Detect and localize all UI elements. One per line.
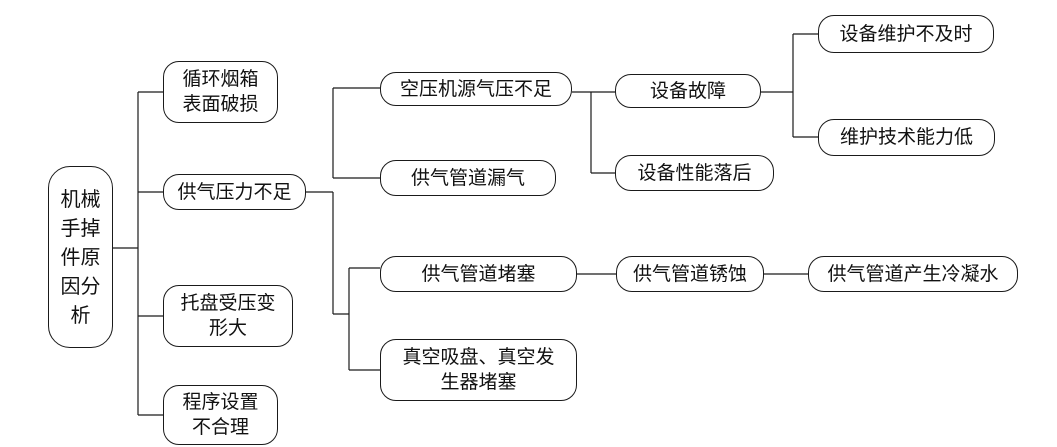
node-level1-4: 程序设置 不合理: [163, 385, 278, 445]
connector-root-level1: [113, 91, 163, 416]
connector-compressor-level3: [572, 91, 615, 174]
connector-fault-level4: [761, 33, 818, 138]
node-level1-2: 供气压力不足: [163, 174, 306, 210]
node-level4-1: 设备维护不及时: [818, 15, 994, 53]
node-level2-1: 空压机源气压不足: [380, 72, 572, 106]
node-level3-3: 供气管道锈蚀: [616, 256, 764, 292]
connector-pressure-level2-lower: [332, 192, 380, 371]
node-level4-3: 供气管道产生冷凝水: [808, 256, 1018, 292]
node-level2-3: 供气管道堵塞: [380, 256, 577, 292]
connector-pressure-level2: [306, 87, 380, 193]
node-root: 机械 手掉 件原 因分 析: [48, 166, 113, 348]
node-level3-2: 设备性能落后: [615, 155, 774, 191]
node-level2-2: 供气管道漏气: [380, 160, 556, 196]
node-level3-1: 设备故障: [615, 74, 761, 108]
node-level1-3: 托盘受压变 形大: [163, 285, 293, 347]
node-level1-1: 循环烟箱 表面破损: [163, 61, 278, 123]
node-level4-2: 维护技术能力低: [818, 119, 995, 156]
node-level2-4: 真空吸盘、真空发 生器堵塞: [380, 339, 577, 401]
